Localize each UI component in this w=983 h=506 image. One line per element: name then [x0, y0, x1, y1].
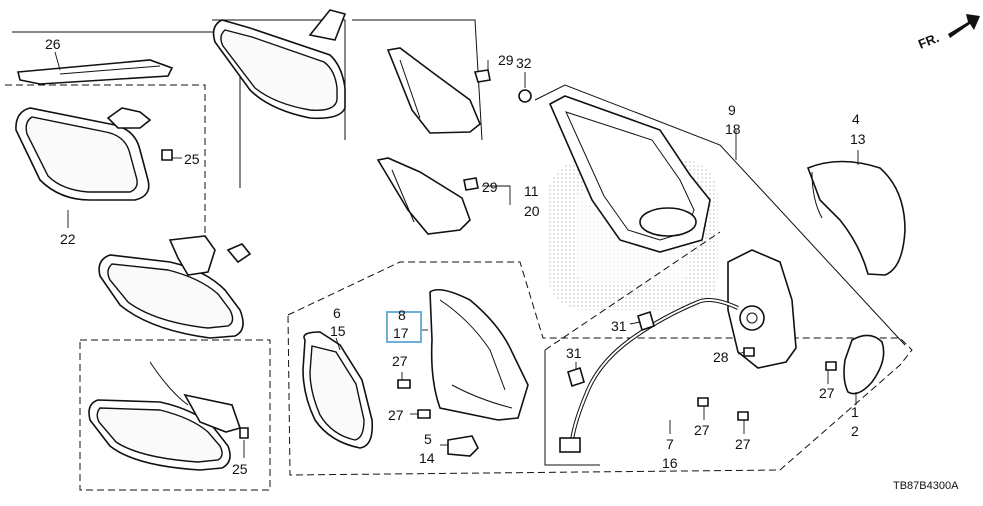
callout-27: 27: [392, 353, 408, 369]
corner-garnish-lower: [376, 157, 471, 235]
clip-icon: [463, 69, 655, 388]
callout-6: 6: [333, 305, 341, 321]
mirror-housing: [429, 289, 529, 421]
callout-25: 25: [184, 151, 200, 167]
callout-27: 27: [735, 436, 751, 452]
mirror-harness: [559, 298, 739, 453]
callout-28: 28: [713, 349, 729, 365]
mirror-mount-bracket: [16, 59, 174, 85]
callout-27: 27: [819, 385, 835, 401]
callout-9: 9: [728, 102, 736, 118]
callout-31: 31: [611, 318, 627, 334]
skull-cap: [806, 160, 906, 276]
callouts: 26 25 22 29 29 11 20 32 9 18 4 13 6 15 8…: [45, 36, 866, 477]
callout-2: 2: [851, 423, 859, 439]
callout-27: 27: [694, 422, 710, 438]
cap-cover: [447, 435, 479, 457]
callout-25: 25: [232, 461, 248, 477]
callout-20: 20: [524, 203, 540, 219]
highlight-box: [386, 311, 422, 343]
drawing-code: TB87B4300A: [893, 480, 959, 492]
nut-icon: [518, 89, 532, 103]
callout-29: 29: [482, 179, 498, 195]
callout-22: 22: [60, 231, 76, 247]
callout-31: 31: [566, 345, 582, 361]
callout-27: 27: [388, 407, 404, 423]
interior-mirror-camera: [88, 361, 242, 471]
callout-29: 29: [498, 52, 514, 68]
callout-26: 26: [45, 36, 61, 52]
mirror-base-gasket: [548, 95, 711, 253]
callout-7: 7: [666, 436, 674, 452]
interior-mirror-auto-dimming: [15, 107, 152, 201]
callout-11: 11: [524, 183, 539, 199]
callout-13: 13: [850, 131, 866, 147]
screw-icon: [161, 149, 837, 439]
callout-32: 32: [516, 55, 532, 71]
callout-16: 16: [662, 455, 678, 471]
callout-5: 5: [424, 431, 432, 447]
corner-garnish-upper: [386, 47, 481, 134]
front-direction-arrow: [948, 14, 980, 38]
actuator-motor: [727, 249, 797, 369]
interior-mirror-basic: [212, 9, 347, 120]
callout-14: 14: [419, 450, 435, 466]
direction-label: FR.: [916, 30, 941, 52]
interior-mirror-compass: [98, 235, 252, 339]
callout-17: 17: [393, 325, 409, 341]
side-turn-light: [843, 334, 885, 395]
callout-15: 15: [330, 323, 346, 339]
callout-18: 18: [725, 121, 741, 137]
leader-lines: [54, 51, 859, 458]
group-frames: [5, 19, 913, 491]
callout-4: 4: [852, 111, 860, 127]
callout-8: 8: [398, 307, 406, 323]
mirror-glass: [302, 331, 374, 449]
callout-1: 1: [851, 404, 859, 420]
